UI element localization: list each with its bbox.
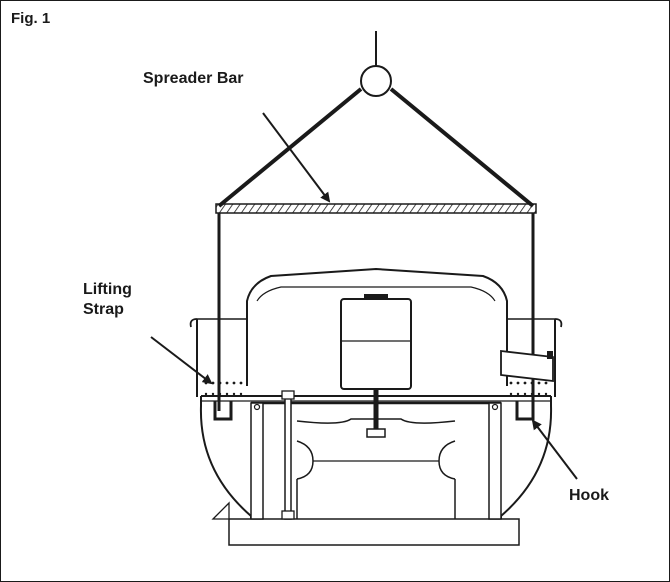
motor-cap — [364, 294, 388, 300]
venturi-lobe-right — [438, 440, 456, 480]
hook-arrow — [531, 419, 578, 480]
belt-guard-clip — [547, 351, 553, 359]
post-right — [488, 402, 502, 520]
spreader-bar-arrow — [262, 112, 331, 203]
housing-left — [199, 396, 252, 519]
spreader-bar — [215, 203, 537, 214]
motor-body — [340, 298, 412, 390]
hood-ridge — [256, 286, 496, 302]
rim-curl-left — [189, 318, 198, 328]
spreader-bar-label: Spreader Bar — [143, 70, 244, 87]
lifting-ring — [360, 65, 392, 97]
hook-left — [213, 401, 233, 421]
base-foot-left — [211, 501, 230, 520]
wheel-hub — [366, 428, 386, 438]
bolt-left-bottom — [281, 510, 295, 520]
post-left — [250, 402, 264, 520]
base-platform — [228, 518, 520, 546]
lifting-strap-arrow — [150, 336, 213, 385]
post-bolt-right — [491, 403, 499, 411]
housing-right — [500, 396, 553, 519]
hook-label: Hook — [569, 487, 609, 504]
sling-right — [389, 87, 535, 208]
rod-left — [284, 395, 292, 520]
figure-label: Fig. 1 — [11, 10, 51, 27]
venturi-lobe-left — [296, 440, 314, 480]
lifting-strap-label-line2: Strap — [83, 301, 124, 318]
hook-right — [515, 401, 535, 421]
inner-venturi — [296, 418, 456, 424]
rim-curl-right — [554, 318, 563, 328]
bolt-left-top — [281, 390, 295, 400]
belt-guard — [500, 349, 554, 383]
lifting-strap-label-line1: Lifting — [83, 281, 132, 298]
post-bolt-left — [253, 403, 261, 411]
